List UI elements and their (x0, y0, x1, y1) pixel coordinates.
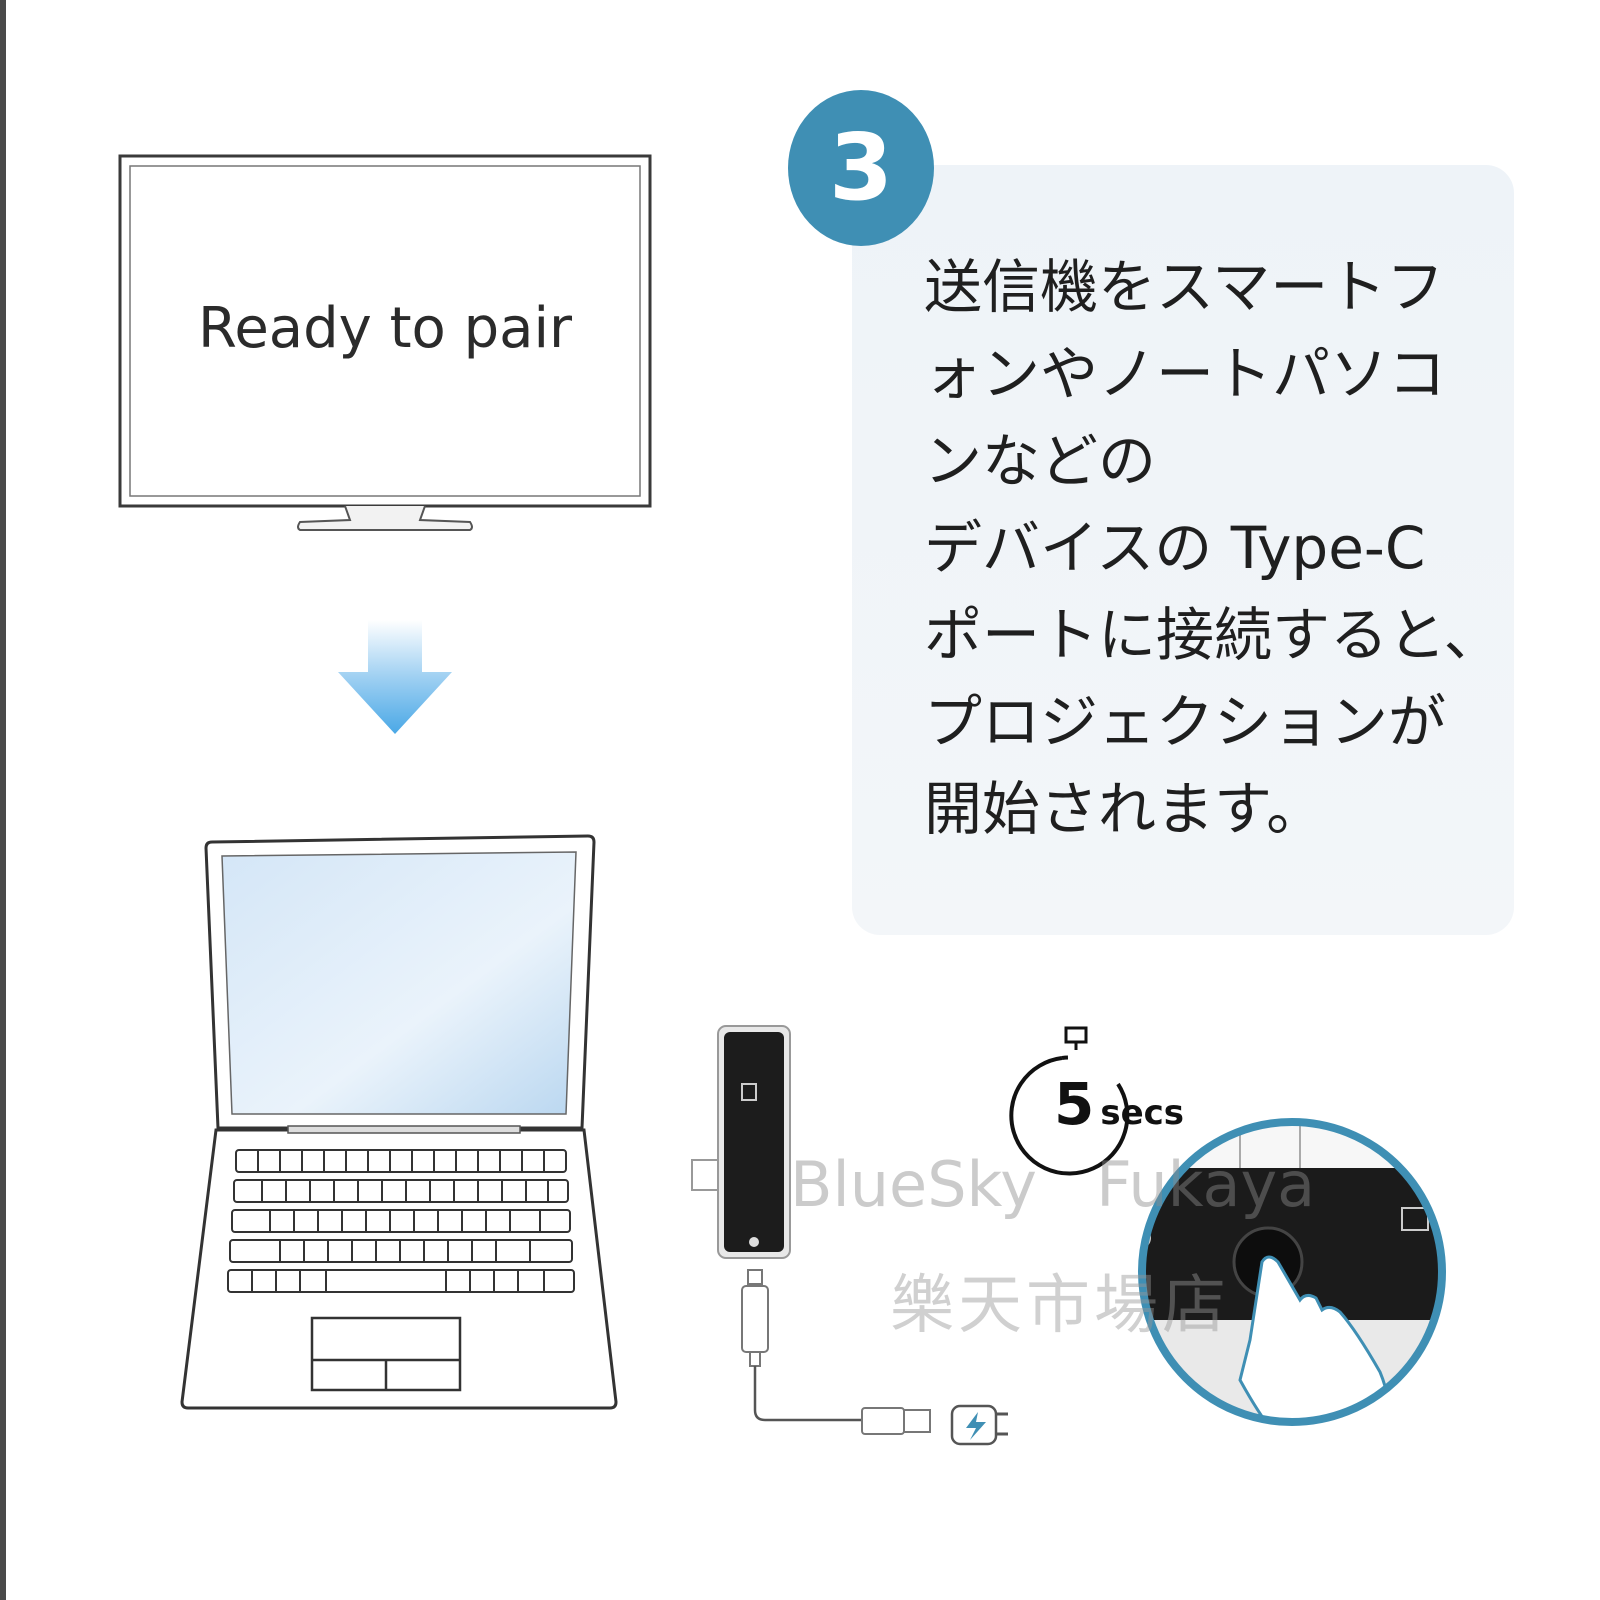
tv-icon (118, 154, 652, 531)
laptop-icon (180, 834, 618, 1410)
instruction-panel (852, 165, 1514, 935)
transmitter-device-icon (691, 1025, 1008, 1446)
watermark-market-name: 樂天市場店 (890, 1269, 1230, 1343)
instruction-line: デバイスの Type-C (924, 514, 1426, 582)
instruction-line: プロジェクションが (924, 688, 1447, 756)
timer-unit: secs (1100, 1093, 1185, 1133)
instruction-line: ンなどの (924, 427, 1157, 495)
timer-number: 5 (1054, 1070, 1095, 1138)
instruction-line: 開始されます。 (924, 775, 1325, 843)
down-arrow-icon (338, 620, 452, 734)
instruction-line: ポートに接続すると、 (924, 601, 1502, 669)
watermark-shop-name: BlueSky Fukaya (790, 1148, 1316, 1221)
instruction-line: 送信機をスマートフ (924, 253, 1445, 321)
left-edge-bar (0, 0, 6, 1600)
instruction-text: 送信機をスマートフ ォンやノートパソコ ンなどの デバイスの Type-C ポー… (924, 244, 1502, 853)
instruction-line: ォンやノートパソコ (924, 340, 1447, 408)
stopwatch-icon (1009, 1026, 1130, 1176)
magnified-button-icon (1138, 1118, 1446, 1426)
tv-screen-text: Ready to pair (197, 296, 573, 361)
step-number-badge: 3 (788, 90, 934, 246)
